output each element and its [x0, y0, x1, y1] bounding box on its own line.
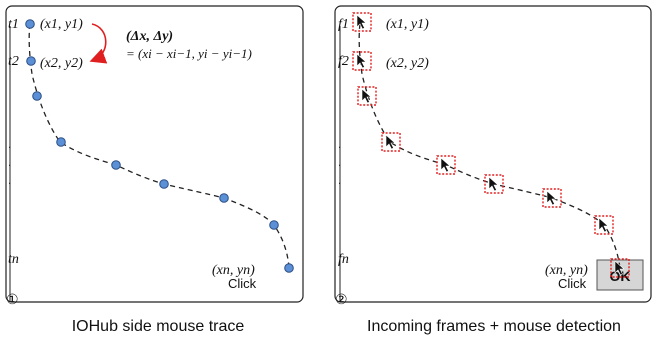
- trace-points: [25, 19, 294, 273]
- panel-right: OK f1 f2 . . . fn (x1, y1) (x2, y2) (xn,…: [334, 5, 652, 307]
- trace-point: [32, 91, 42, 101]
- detection-box: [610, 258, 630, 278]
- coord-p2-label: (x2, y2): [40, 56, 83, 71]
- detection-box: [352, 12, 372, 32]
- t1-label: t1: [8, 17, 19, 32]
- detected-cursor: [357, 86, 377, 106]
- delta-formula-top: (Δx, Δy): [126, 29, 173, 44]
- detection-box: [436, 155, 456, 175]
- trace-point: [284, 263, 294, 273]
- f2-label: f2: [338, 54, 349, 69]
- click-label: Click: [228, 276, 257, 291]
- trace-point: [159, 179, 169, 189]
- cursor-icon: [440, 157, 451, 173]
- t2-label: t2: [8, 54, 19, 69]
- trace-point: [56, 137, 66, 147]
- detection-box: [542, 188, 562, 208]
- detected-cursor: [594, 215, 614, 235]
- panel-left-number: ①: [6, 291, 19, 307]
- detection-box: [484, 174, 504, 194]
- panel-right-number: ②: [335, 291, 348, 307]
- trace-point: [219, 193, 229, 203]
- cursor-icon: [488, 176, 499, 192]
- tn-label: tn: [8, 252, 19, 267]
- cursor-icon: [356, 14, 367, 30]
- detection-box: [381, 132, 401, 152]
- trace-point: [269, 220, 279, 230]
- dots-label: .: [8, 137, 11, 151]
- detection-box: [594, 215, 614, 235]
- panel-left-caption: IOHub side mouse trace: [72, 318, 245, 335]
- dots-label: .: [338, 137, 341, 151]
- trace-point: [26, 56, 36, 66]
- panel-left: t1 t2 . . . tn (x1, y1) (x2, y2) (xn, yn…: [5, 5, 304, 307]
- detected-trace-path: [358, 23, 621, 269]
- panel-right-frame: [334, 5, 652, 303]
- coord-p1-label: (x1, y1): [40, 17, 83, 32]
- delta-arrow: [89, 23, 108, 64]
- dots-label: .: [338, 155, 341, 169]
- cursor-icon: [546, 190, 557, 206]
- cursor-icon: [356, 53, 367, 69]
- panel-right-caption: Incoming frames + mouse detection: [367, 318, 621, 335]
- detected-cursor: [352, 51, 372, 71]
- panel-left-frame: [5, 5, 304, 303]
- fn-label: fn: [338, 252, 349, 267]
- detected-cursors: [352, 12, 630, 278]
- detected-cursor: [436, 155, 456, 175]
- detected-cursor: [352, 12, 372, 32]
- dots-label: .: [8, 173, 11, 187]
- detection-box: [357, 86, 377, 106]
- dots-label: .: [338, 173, 341, 187]
- cursor-icon: [385, 134, 396, 150]
- delta-formula-bottom: = (xi − xi−1, yi − yi−1): [126, 46, 252, 61]
- trace-point: [25, 19, 35, 29]
- coord-p2-label: (x2, y2): [386, 56, 429, 71]
- detected-cursor: [542, 188, 562, 208]
- dots-label: .: [8, 155, 11, 169]
- coord-p1-label: (x1, y1): [386, 17, 429, 32]
- mouse-trace-path: [28, 23, 290, 269]
- f1-label: f1: [338, 17, 349, 32]
- click-label: Click: [558, 276, 587, 291]
- coord-pn-label: (xn, yn): [545, 263, 588, 278]
- detection-box: [352, 51, 372, 71]
- detected-cursor: [610, 258, 630, 278]
- detected-cursor: [484, 174, 504, 194]
- coord-pn-label: (xn, yn): [212, 263, 255, 278]
- trace-point: [111, 160, 121, 170]
- detected-cursor: [381, 132, 401, 152]
